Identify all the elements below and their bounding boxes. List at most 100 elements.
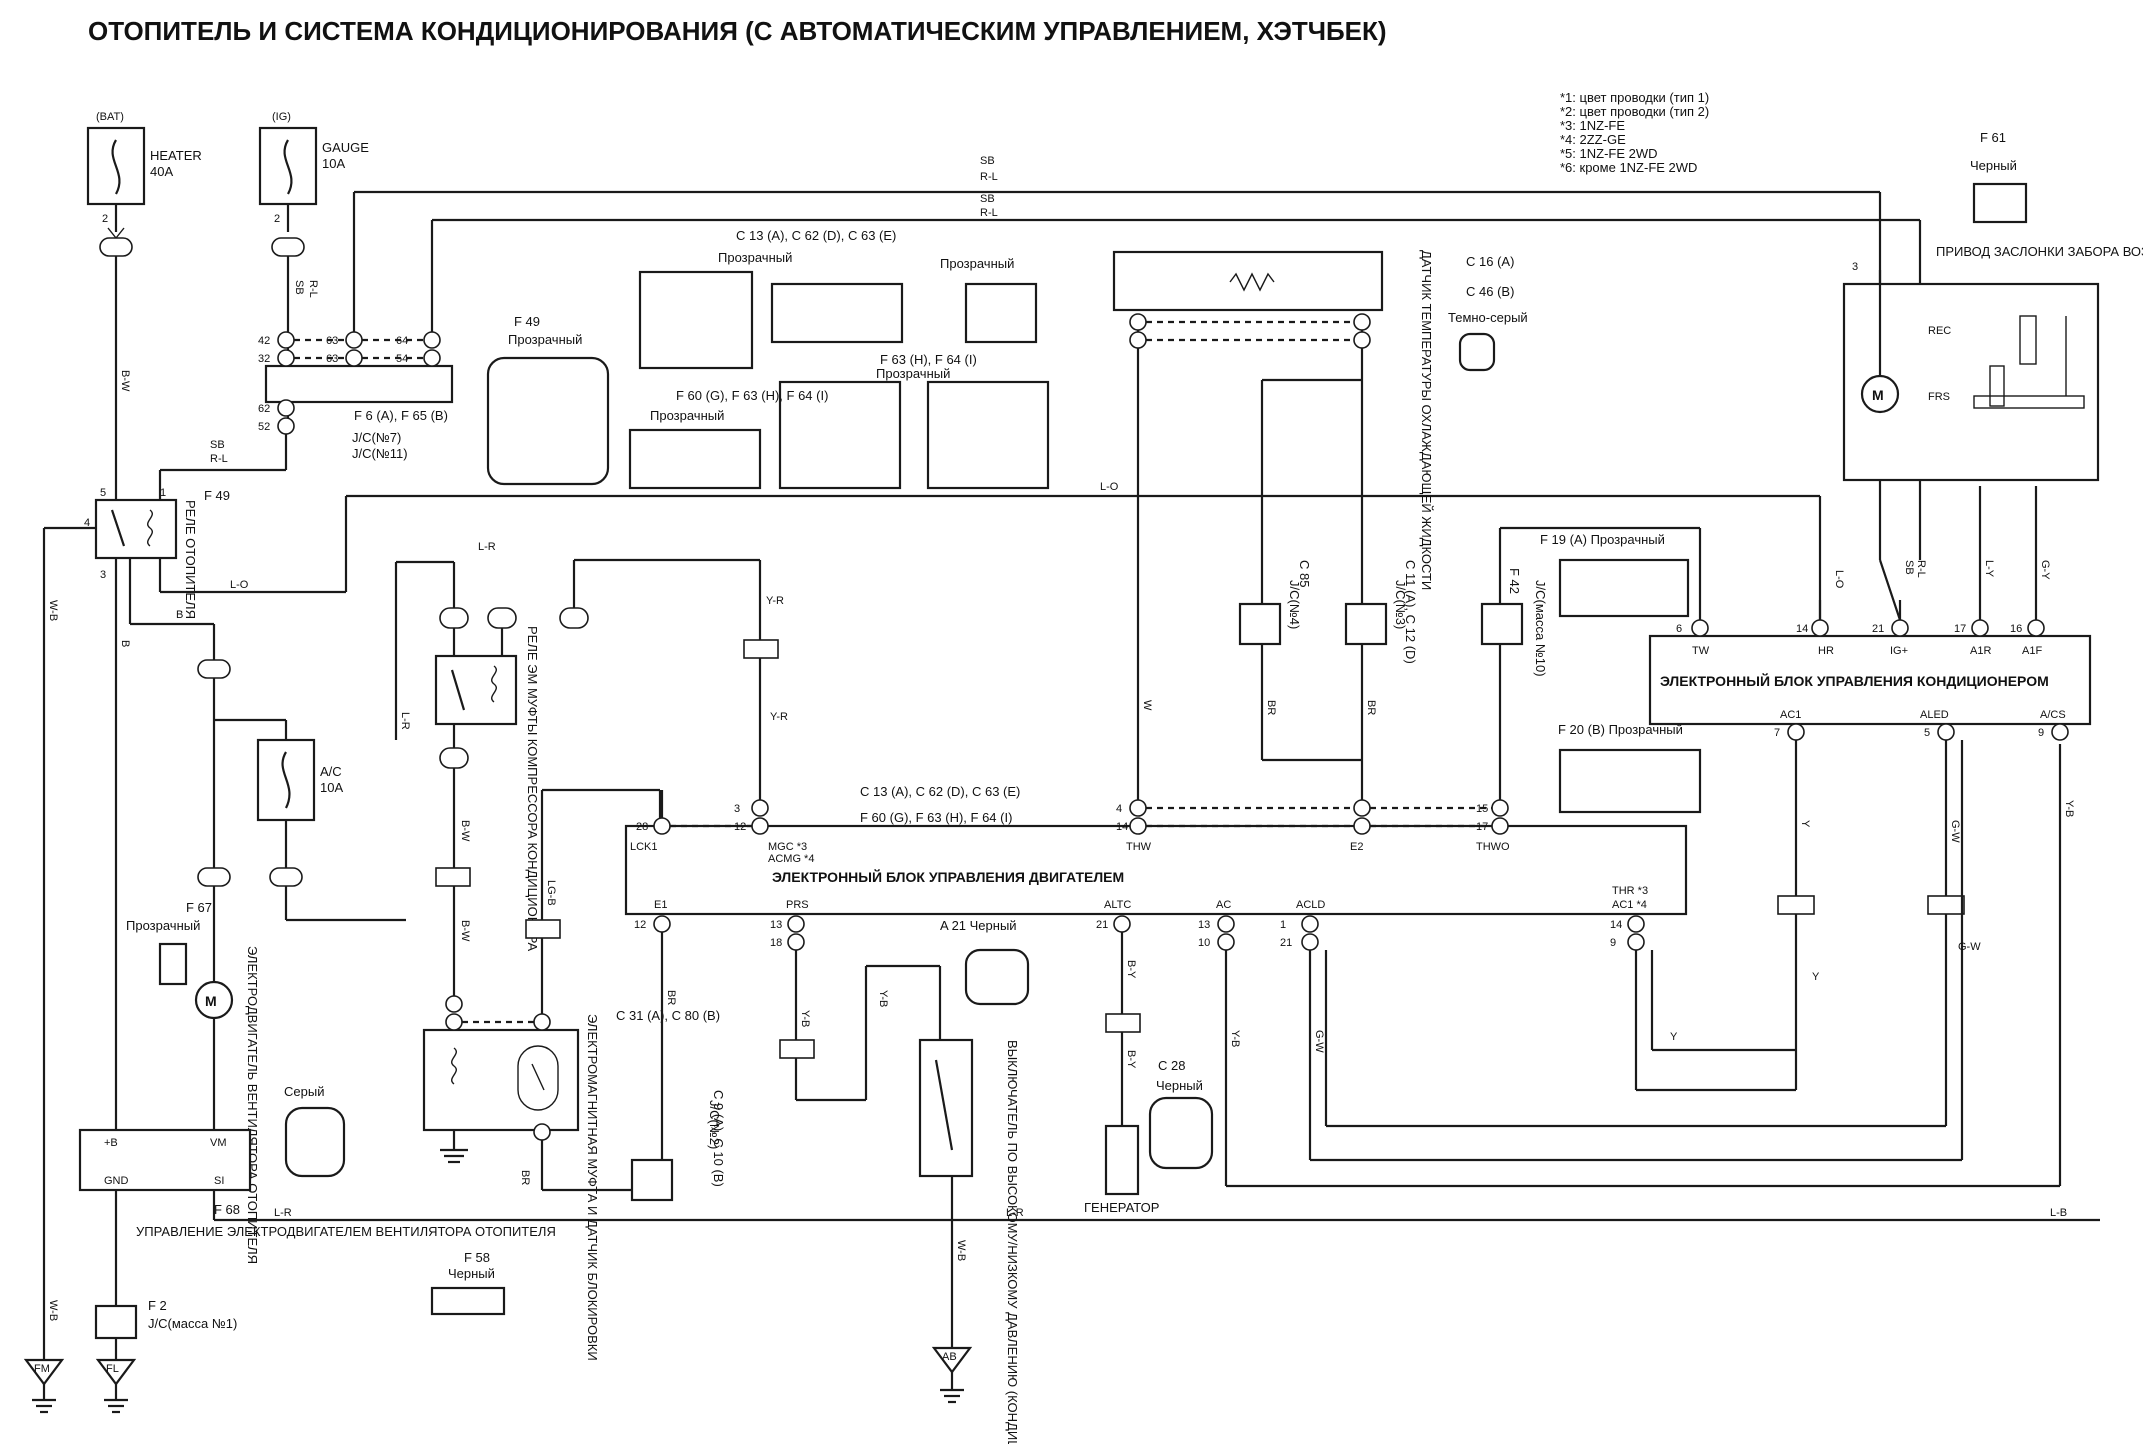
svg-text:B-W: B-W [459, 920, 471, 942]
svg-text:THW: THW [1126, 841, 1152, 853]
air-intake-damper: ПРИВОД ЗАСЛОНКИ ЗАБОРА ВОЗДУХА M REC FRS [1842, 244, 2143, 482]
heater-relay-id: F 49 [204, 488, 230, 503]
legend: *1: цвет проводки (тип 1) *2: цвет прово… [1560, 90, 1709, 175]
ground-ab: AB [931, 1346, 973, 1404]
svg-text:Серый: Серый [284, 1084, 324, 1099]
svg-text:BR: BR [519, 1170, 531, 1185]
heater-relay-label: РЕЛЕ ОТОПИТЕЛЯ [183, 500, 198, 619]
magnetic-clutch-label: ЭЛЕКТРОМАГНИТНАЯ МУФТА И ДАТЧИК БЛОКИРОВ… [585, 1014, 600, 1361]
pressure-switch: ВЫКЛЮЧАТЕЛЬ ПО ВЫСОКОМУ/НИЗКОМУ ДАВЛЕНИЮ… [918, 1038, 1020, 1444]
svg-text:E2: E2 [1350, 841, 1363, 853]
svg-text:15: 15 [1476, 803, 1488, 815]
svg-text:F 61: F 61 [1980, 130, 2006, 145]
svg-text:C 9 (A), C 10 (B): C 9 (A), C 10 (B) [711, 1090, 726, 1187]
svg-text:Прозрачный: Прозрачный [650, 408, 724, 423]
svg-text:4: 4 [84, 517, 90, 529]
jc4-box [1238, 602, 1282, 646]
svg-text:W-B: W-B [47, 1300, 59, 1321]
heater-fuse-amp: 40A [150, 164, 173, 179]
svg-text:HR: HR [1818, 645, 1834, 657]
gauge-fuse: (IG) GAUGE 10A 2 [258, 111, 369, 232]
legend-item: *4: 2ZZ-GE [1560, 132, 1626, 147]
svg-text:W-B: W-B [47, 600, 59, 621]
svg-text:SB: SB [293, 280, 305, 295]
generator: ГЕНЕРАТОР [1084, 1124, 1159, 1215]
generator-label: ГЕНЕРАТОР [1084, 1200, 1159, 1215]
svg-text:F 60 (G), F 63 (H), F 64 (I): F 60 (G), F 63 (H), F 64 (I) [860, 810, 1012, 825]
svg-text:E1: E1 [654, 899, 667, 911]
blower-motor-label: ЭЛЕКТРОДВИГАТЕЛЬ ВЕНТИЛЯТОРА ОТОПИТЕЛЯ [245, 946, 260, 1264]
svg-text:G-W: G-W [1313, 1030, 1325, 1053]
svg-text:Y-R: Y-R [770, 711, 788, 723]
svg-text:VM: VM [210, 1137, 227, 1149]
ac-ecu-label: ЭЛЕКТРОННЫЙ БЛОК УПРАВЛЕНИЯ КОНДИЦИОНЕРО… [1660, 672, 2049, 689]
svg-text:Y-B: Y-B [877, 990, 889, 1007]
f19-connector [1558, 558, 1690, 618]
c31-connector [284, 1106, 346, 1178]
a21-connector [964, 948, 1030, 1006]
svg-text:REC: REC [1928, 325, 1951, 337]
ac-fuse: A/C 10A [256, 738, 343, 822]
jc11-label: J/C(№11) [352, 446, 408, 461]
f67-connector [158, 942, 188, 986]
blower-control-label: УПРАВЛЕНИЕ ЭЛЕКТРОДВИГАТЕЛЕМ ВЕНТИЛЯТОРА… [136, 1224, 556, 1239]
svg-text:A 21 Черный: A 21 Черный [940, 918, 1017, 933]
svg-text:L-O: L-O [1833, 570, 1845, 589]
svg-text:64: 64 [396, 335, 408, 347]
svg-text:L-R: L-R [399, 712, 411, 730]
svg-text:R-L: R-L [980, 171, 998, 183]
compressor-relay: РЕЛЕ ЭМ МУФТЫ КОМПРЕССОРА КОНДИЦИОНЕРА [434, 626, 540, 952]
svg-text:B-Y: B-Y [1125, 960, 1137, 979]
svg-text:A1F: A1F [2022, 645, 2042, 657]
svg-text:Y: Y [1812, 971, 1820, 983]
svg-text:Прозрачный: Прозрачный [126, 918, 200, 933]
ac-fuse-label: A/C [320, 764, 342, 779]
svg-text:J/C(№4): J/C(№4) [1287, 580, 1302, 629]
svg-text:R-L: R-L [307, 280, 319, 298]
svg-text:42: 42 [258, 335, 270, 347]
svg-text:12: 12 [734, 821, 746, 833]
svg-text:17: 17 [1476, 821, 1488, 833]
svg-text:C 46 (B): C 46 (B) [1466, 284, 1514, 299]
coolant-sensor-label: ДАТЧИК ТЕМПЕРАТУРЫ ОХЛАЖДАЮЩЕЙ ЖИДКОСТИ [1419, 250, 1434, 590]
engine-ecu: ЭЛЕКТРОННЫЙ БЛОК УПРАВЛЕНИЯ ДВИГАТЕЛЕМ L… [624, 824, 1688, 916]
svg-text:1: 1 [1280, 919, 1286, 931]
svg-text:B-Y: B-Y [1125, 1050, 1137, 1069]
svg-text:+B: +B [104, 1137, 118, 1149]
svg-text:BR: BR [1365, 700, 1377, 715]
svg-text:C 85: C 85 [1297, 560, 1312, 587]
svg-text:L-R: L-R [274, 1207, 292, 1219]
svg-text:G-W: G-W [1958, 941, 1981, 953]
svg-text:21: 21 [1872, 623, 1884, 635]
svg-text:SI: SI [214, 1175, 224, 1187]
diagram-title: ОТОПИТЕЛЬ И СИСТЕМА КОНДИЦИОНИРОВАНИЯ (С… [88, 16, 1387, 46]
svg-text:B: B [176, 609, 183, 621]
svg-text:5: 5 [100, 487, 106, 499]
svg-text:M: M [205, 993, 217, 1009]
svg-text:F 68: F 68 [214, 1202, 240, 1217]
svg-text:W: W [1141, 700, 1153, 711]
svg-text:Y-B: Y-B [799, 1010, 811, 1027]
svg-text:2: 2 [274, 213, 280, 225]
svg-text:F 63 (H), F 64 (I): F 63 (H), F 64 (I) [880, 352, 977, 367]
svg-text:J/C(№2): J/C(№2) [707, 1100, 722, 1149]
svg-text:ACLD: ACLD [1296, 899, 1325, 911]
svg-text:MGC *3: MGC *3 [768, 841, 807, 853]
svg-text:FM: FM [34, 1363, 50, 1375]
svg-text:F 60 (G), F 63 (H), F 64 (I): F 60 (G), F 63 (H), F 64 (I) [676, 388, 828, 403]
magnetic-clutch: ЭЛЕКТРОМАГНИТНАЯ МУФТА И ДАТЧИК БЛОКИРОВ… [422, 1008, 720, 1361]
svg-text:6: 6 [1676, 623, 1682, 635]
blower-control-unit: +B VM GND SI F 68 УПРАВЛЕНИЕ ЭЛЕКТРОДВИГ… [78, 1128, 556, 1239]
svg-text:G-Y: G-Y [2039, 560, 2051, 580]
svg-text:Прозрачный: Прозрачный [718, 250, 792, 265]
svg-text:Черный: Черный [1970, 158, 2017, 173]
svg-text:Черный: Черный [1156, 1078, 1203, 1093]
svg-text:L-Y: L-Y [1983, 560, 1995, 578]
jc2-box [630, 1158, 674, 1202]
svg-text:Прозрачный: Прозрачный [508, 332, 582, 347]
c63-connector [964, 282, 1038, 344]
svg-text:A1R: A1R [1970, 645, 1991, 657]
svg-text:THWO: THWO [1476, 841, 1510, 853]
svg-text:13: 13 [1198, 919, 1210, 931]
